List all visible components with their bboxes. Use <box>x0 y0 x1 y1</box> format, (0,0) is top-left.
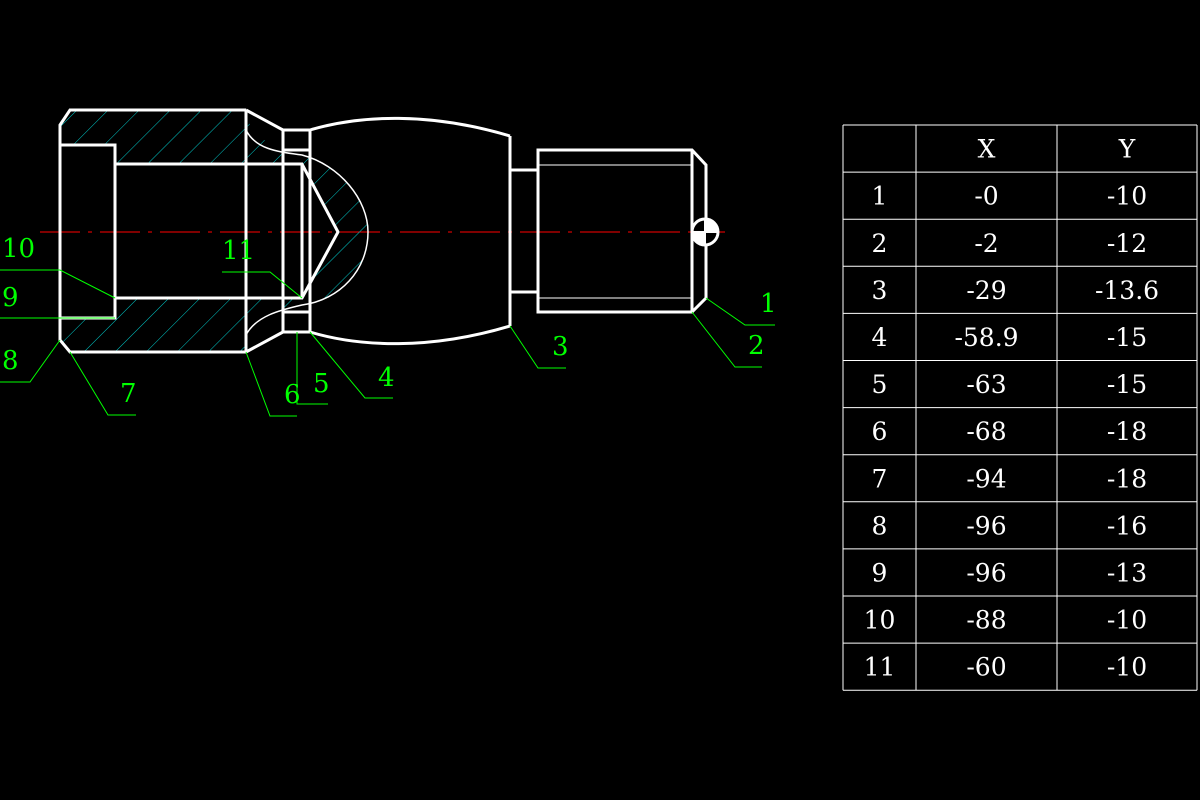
table-cell: -10 <box>1107 653 1147 682</box>
table-cell: -18 <box>1107 417 1147 446</box>
table-cell: -96 <box>966 558 1006 587</box>
point-label-8: 8 <box>2 346 19 376</box>
point-label-1: 1 <box>760 289 777 319</box>
table-cell: -12 <box>1107 229 1147 258</box>
point-label-2: 2 <box>748 331 765 361</box>
table-cell: -16 <box>1107 511 1147 540</box>
table-cell: 8 <box>872 511 888 540</box>
point-label-9: 9 <box>2 283 19 313</box>
table-cell: 3 <box>872 276 888 305</box>
table-cell: -13.6 <box>1095 276 1159 305</box>
point-label-5: 5 <box>313 369 330 399</box>
point-labels: 1 2 3 4 5 6 7 8 9 10 11 <box>2 234 777 410</box>
table-cell: -58.9 <box>954 323 1018 352</box>
part-outline <box>58 108 708 354</box>
point-label-11: 11 <box>222 236 255 266</box>
point-label-6: 6 <box>284 380 301 410</box>
section-hatch <box>60 110 368 352</box>
point-label-10: 10 <box>2 234 35 264</box>
table-cell: -0 <box>974 182 998 211</box>
table-cell: -15 <box>1107 370 1147 399</box>
table-cell: 10 <box>864 606 896 635</box>
table-header-cell: Y <box>1118 135 1136 164</box>
table-cell: -96 <box>966 511 1006 540</box>
table-cell: 6 <box>872 417 888 446</box>
origin-marker-icon <box>690 217 720 247</box>
thread-lines <box>538 164 692 299</box>
table-cell: -13 <box>1107 558 1147 587</box>
table-cell: -15 <box>1107 323 1147 352</box>
section-boundary-curve <box>245 129 369 336</box>
table-cell: -88 <box>966 606 1006 635</box>
table-cell: -10 <box>1107 606 1147 635</box>
table-cell: -2 <box>974 229 998 258</box>
table-cell: -94 <box>966 464 1006 493</box>
table-cell: 5 <box>872 370 888 399</box>
table-cell: 1 <box>872 182 888 211</box>
point-label-4: 4 <box>378 363 395 393</box>
table-cell: 2 <box>872 229 888 258</box>
table-cell: -10 <box>1107 182 1147 211</box>
table-cell: 4 <box>872 323 888 352</box>
table-header-cell: X <box>978 135 996 164</box>
table-cell: 7 <box>872 464 888 493</box>
point-label-3: 3 <box>552 332 569 362</box>
point-label-7: 7 <box>120 379 137 409</box>
table-cell: 11 <box>864 653 896 682</box>
table-cell: -18 <box>1107 464 1147 493</box>
table-cell: 9 <box>872 558 888 587</box>
table-cell: -60 <box>966 653 1006 682</box>
coordinate-table: X Y 1 -0 -10 2 -2 -12 3 -29 -13.6 4 -58.9 -15 5 -63 -15 6… <box>842 124 1198 691</box>
leader-lines <box>0 269 775 417</box>
table-cell: -29 <box>966 276 1006 305</box>
table-cell: -68 <box>966 417 1006 446</box>
table-cell: -63 <box>966 370 1006 399</box>
